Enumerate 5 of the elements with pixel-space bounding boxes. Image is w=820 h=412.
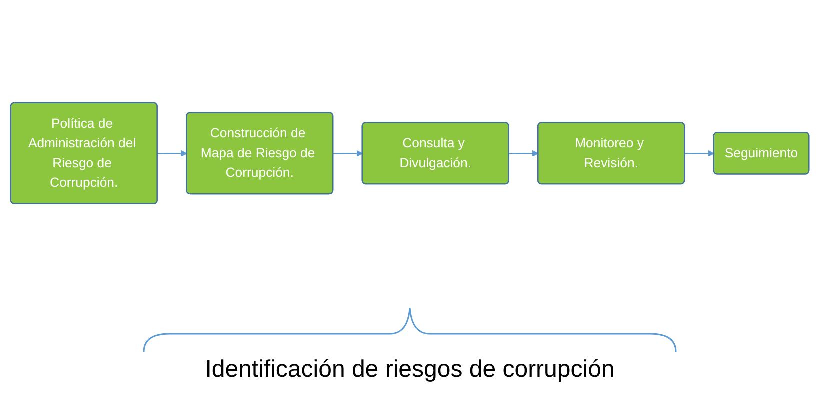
arrow (684, 150, 714, 156)
arrow (158, 150, 188, 156)
arrow (333, 150, 364, 156)
arrow (509, 150, 539, 156)
bracket-caption: Identificación de riesgos de corrupción (205, 356, 615, 384)
